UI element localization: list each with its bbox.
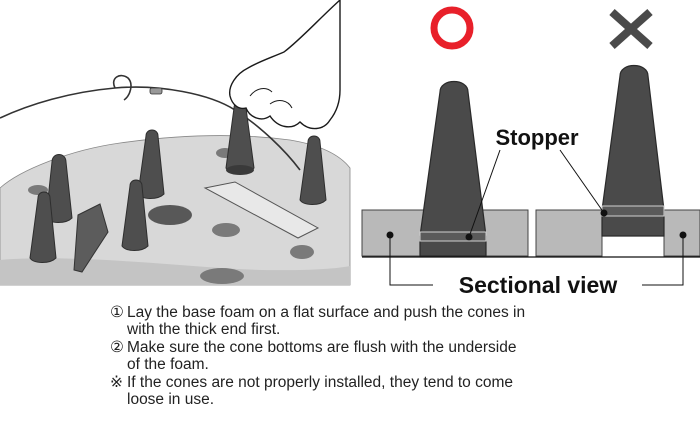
incorrect-cone-stopper bbox=[601, 205, 665, 217]
installation-illustration bbox=[0, 0, 351, 286]
hand bbox=[229, 0, 341, 130]
sectional-view-label: Sectional view bbox=[459, 272, 618, 298]
sectional-view-bracket bbox=[389, 235, 684, 286]
step-1-text: Lay the base foam on a flat surface and … bbox=[127, 304, 526, 339]
correct-circle-icon bbox=[430, 6, 474, 50]
foam-hole bbox=[148, 205, 192, 225]
step-1: ① Lay the base foam on a flat surface an… bbox=[110, 304, 610, 339]
note-text: If the cones are not properly installed,… bbox=[127, 373, 514, 409]
incorrect-cross-icon bbox=[609, 9, 653, 49]
panel-divider bbox=[351, 0, 357, 431]
step-2: ② Make sure the cone bottoms are flush w… bbox=[110, 339, 610, 374]
instructions-block: ① Lay the base foam on a flat surface an… bbox=[110, 304, 610, 408]
cones-on-board bbox=[29, 129, 327, 263]
foam-hole bbox=[212, 223, 240, 237]
foam-hole bbox=[290, 245, 314, 259]
note: ※ If the cones are not properly installe… bbox=[110, 374, 610, 409]
foam-strip bbox=[203, 181, 320, 239]
step-1-marker: ① bbox=[110, 304, 124, 321]
step-2-marker: ② bbox=[110, 338, 124, 356]
incorrect-installation-panel bbox=[535, 9, 700, 257]
correct-cone bbox=[419, 80, 487, 257]
foam-hole bbox=[200, 268, 244, 284]
stopper-label: Stopper bbox=[495, 125, 579, 150]
note-marker: ※ bbox=[110, 373, 123, 391]
cable bbox=[0, 86, 301, 171]
step-2-text: Make sure the cone bottoms are flush wit… bbox=[127, 338, 517, 374]
correct-cone-stopper bbox=[419, 231, 487, 242]
incorrect-cone bbox=[601, 64, 665, 237]
